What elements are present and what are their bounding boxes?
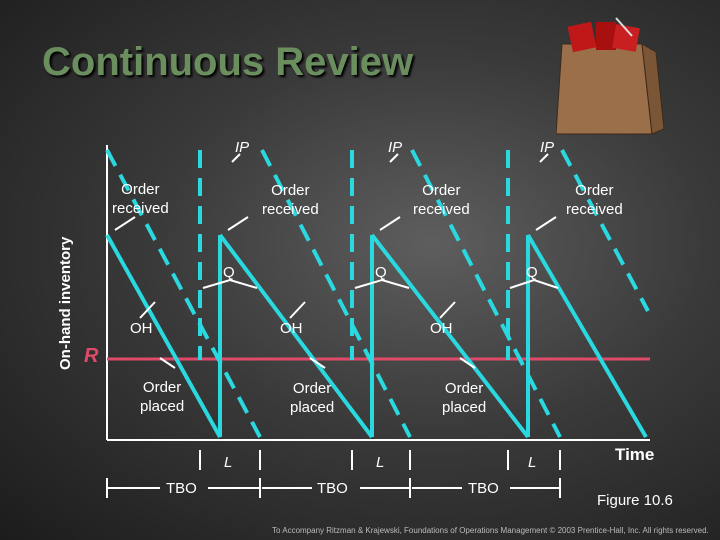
y-axis-label: On-hand inventory (57, 236, 74, 370)
lead-time-label-2: L (376, 454, 385, 471)
q-label-3: Q (526, 264, 538, 281)
tbo-label-3: TBO (468, 480, 499, 497)
order-placed-label-1: Order placed (140, 379, 185, 415)
ip-label-3: IP (540, 139, 555, 156)
tbo-label-2: TBO (317, 480, 348, 497)
oh-line-3 (218, 233, 374, 439)
order-received-label-4: Order received (566, 182, 623, 218)
oh-line-7 (526, 233, 648, 439)
q-label-2: Q (375, 264, 387, 281)
x-axis-label: Time (615, 445, 655, 464)
lead-time-label-3: L (528, 454, 537, 471)
order-placed-label-3: Order placed (442, 380, 487, 416)
ip-line-3 (410, 149, 562, 438)
q-label-1: Q (223, 264, 235, 281)
page-title: Continuous Review (42, 40, 414, 84)
reorder-point-label: R (84, 345, 99, 367)
order-received-label-1: Order received (112, 181, 169, 217)
tbo-label-1: TBO (166, 480, 197, 497)
figure-label: Figure 10.6 (597, 492, 673, 509)
copyright-footer: To Accompany Ritzman & Krajewski, Founda… (272, 526, 709, 535)
order-received-label-2: Order received (262, 182, 319, 218)
order-placed-label-2: Order placed (290, 380, 335, 416)
ip-line-2 (260, 149, 412, 438)
oh-label-3: OH (430, 320, 453, 337)
oh-line-1 (105, 234, 222, 438)
order-received-label-3: Order received (413, 182, 470, 218)
lead-time-label-1: L (224, 454, 233, 471)
ip-label-2: IP (388, 139, 403, 156)
oh-line-5 (370, 233, 530, 439)
oh-label-2: OH (280, 320, 303, 337)
ip-line-4 (560, 149, 650, 312)
ip-label-1: IP (235, 139, 250, 156)
oh-label-1: OH (130, 320, 153, 337)
grocery-bag-icon (556, 17, 665, 135)
